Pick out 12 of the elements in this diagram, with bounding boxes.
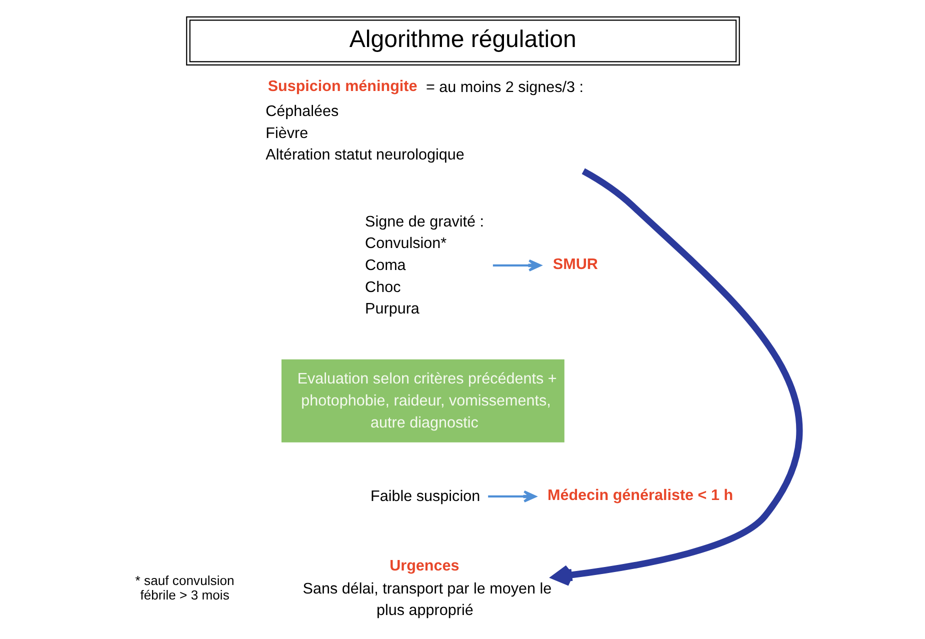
arrow: [551, 168, 802, 586]
node-text: Signe de gravité : Convulsion* Coma Choc Purpura: [364, 213, 484, 318]
node-text: Médecin généraliste < 1 h: [546, 486, 733, 504]
arrow: [488, 490, 536, 502]
node-text: Suspicion méningite = au moins 2 signes/3 : Céphalées Fièvre Altération statut neurologique: [265, 78, 584, 164]
node-text: Faible suspicion: [370, 488, 480, 506]
label: * sauf convulsion fébrile > 3 mois: [134, 573, 234, 602]
arrow: [492, 259, 541, 272]
node-text: Urgences Sans délai, transport par le moyen le plus approprié: [302, 557, 552, 620]
node-text: SMUR: [552, 256, 598, 273]
diagram-title: Algorithme régulation: [348, 26, 576, 54]
node-box: Evaluation selon critères précédents + photophobie, raideur, vomissements, autre diagnostic: [280, 359, 564, 442]
